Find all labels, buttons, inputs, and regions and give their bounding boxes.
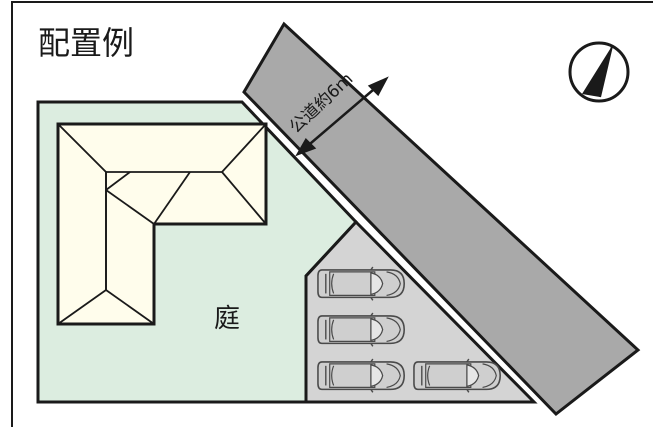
car-4 [413, 358, 501, 394]
north-arrow-icon [568, 41, 630, 103]
house [56, 122, 268, 326]
car-1 [317, 266, 405, 302]
road-width-arrow [295, 76, 389, 157]
public-road [242, 21, 641, 417]
garden-label: 庭 [214, 304, 240, 334]
parking-area [304, 219, 538, 404]
diagram-title: 配置例 [38, 24, 134, 62]
car-2 [317, 312, 405, 348]
car-3 [317, 358, 405, 394]
